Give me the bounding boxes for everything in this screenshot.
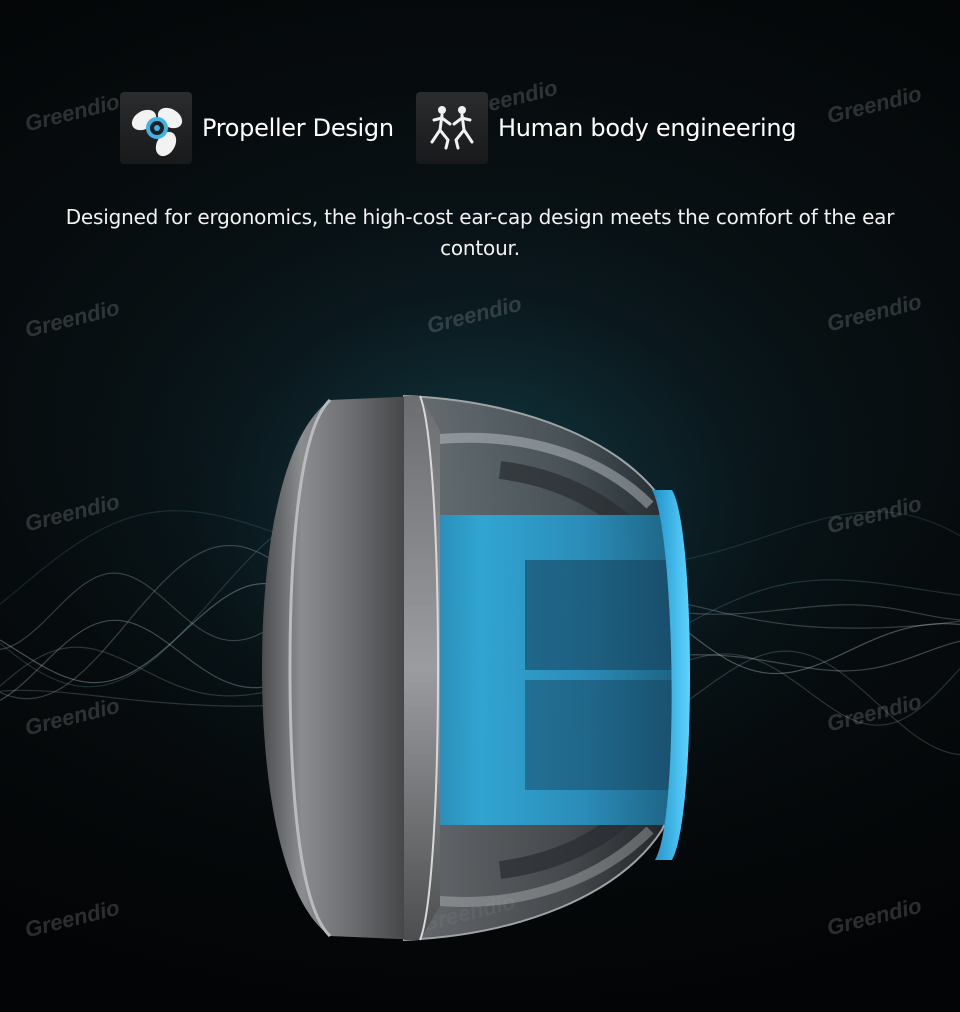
propeller-icon bbox=[120, 92, 192, 164]
feature-human-body: Human body engineering bbox=[416, 92, 796, 164]
runners-icon bbox=[416, 92, 488, 164]
feature-label: Propeller Design bbox=[202, 114, 394, 142]
feature-row: Propeller Design Human bod bbox=[120, 92, 840, 164]
headline-text: Designed for ergonomics, the high-cost e… bbox=[65, 205, 895, 260]
feature-label: Human body engineering bbox=[498, 114, 797, 142]
feature-propeller: Propeller Design bbox=[120, 92, 394, 164]
ear-tip-base bbox=[262, 396, 420, 940]
